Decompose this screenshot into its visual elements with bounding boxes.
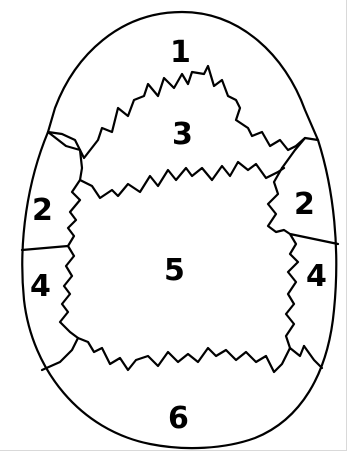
center-top-suture — [80, 162, 284, 198]
center-bottom-suture — [78, 338, 304, 372]
left-lower-suture — [42, 338, 78, 370]
region-label-2-right: 2 — [294, 187, 315, 222]
right-upper-suture — [282, 138, 305, 168]
center-left-suture — [22, 150, 82, 338]
region-label-6: 6 — [168, 401, 189, 436]
region-label-4-left: 4 — [30, 269, 51, 304]
region-label-4-right: 4 — [306, 259, 327, 294]
region-label-5: 5 — [164, 253, 185, 288]
right-lower-suture — [304, 346, 322, 368]
region-label-1: 1 — [170, 35, 191, 70]
region-label-3: 3 — [172, 117, 193, 152]
region-label-2-left: 2 — [32, 193, 53, 228]
